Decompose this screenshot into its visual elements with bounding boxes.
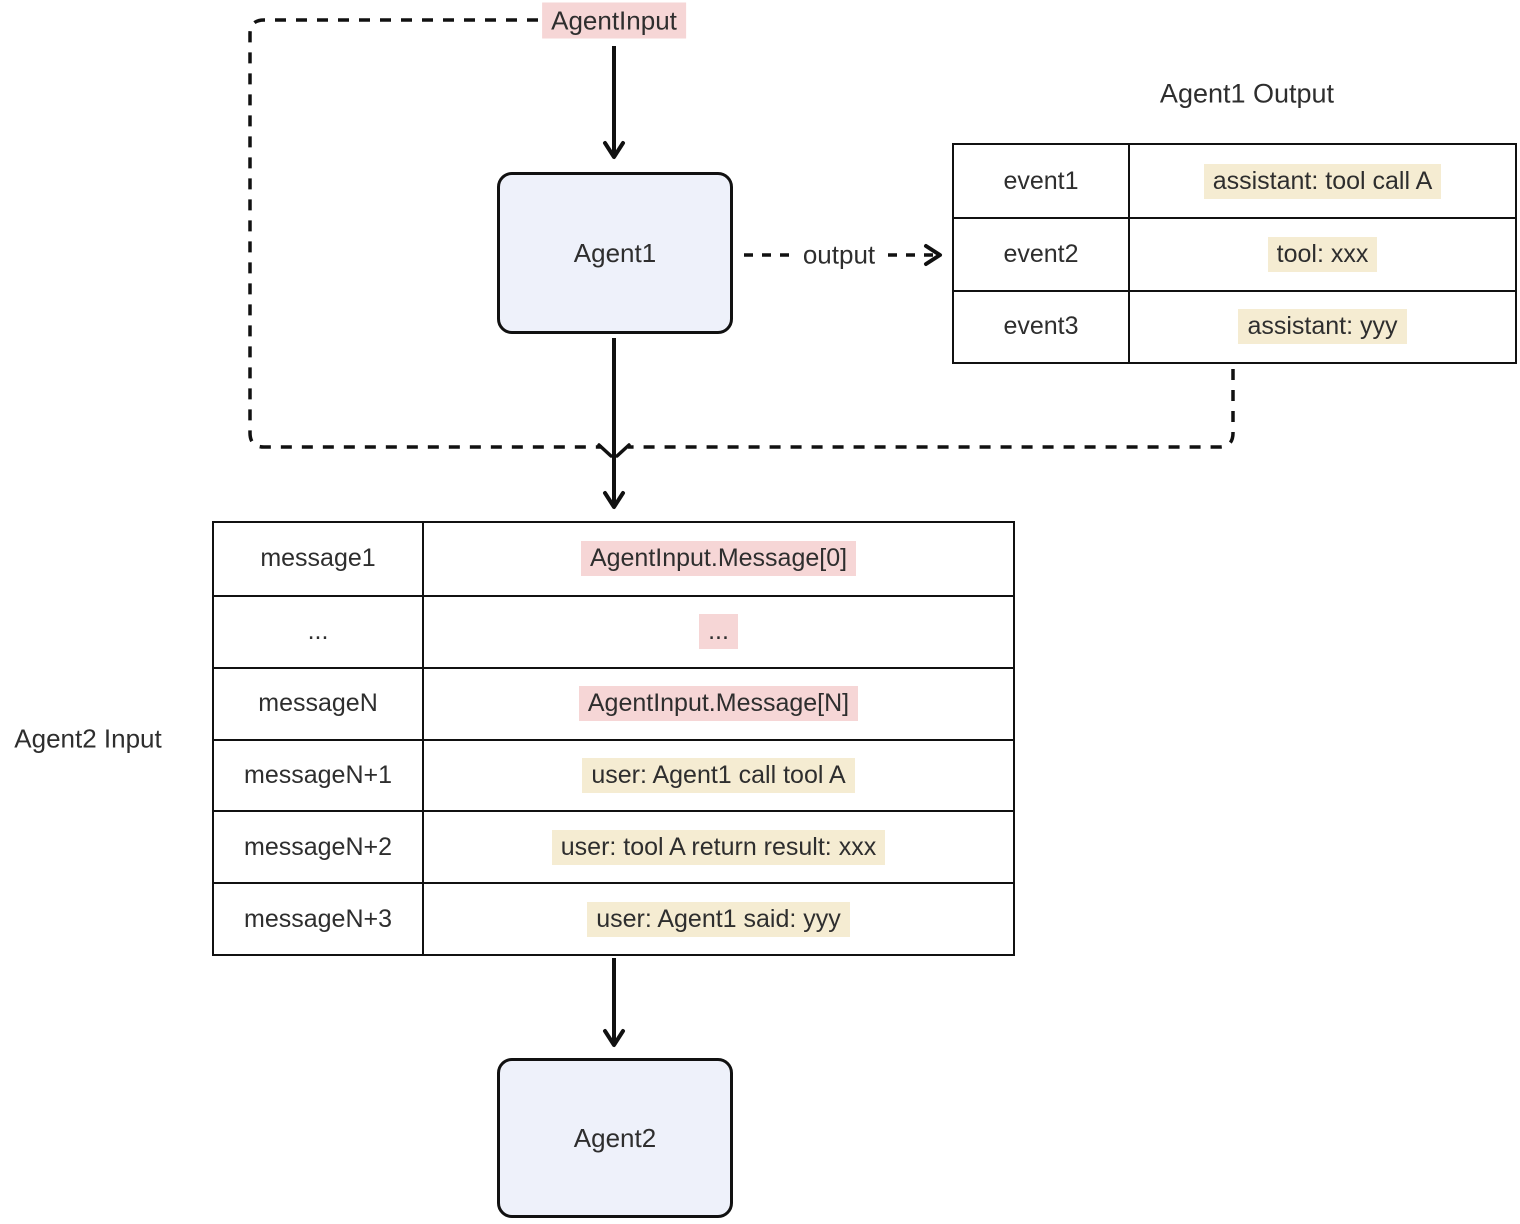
node-agent2[interactable]: Agent2	[497, 1058, 733, 1218]
agent2-input-row-value-text: user: Agent1 call tool A	[582, 757, 855, 793]
agent1-output-row-value-text: assistant: yyy	[1238, 309, 1407, 345]
agent2-input-row-key: message1	[214, 523, 424, 595]
agent2-input-row-value-text: user: tool A return result: xxx	[551, 829, 886, 865]
node-agent1[interactable]: Agent1	[497, 172, 733, 334]
agent1-output-row-key: event3	[954, 289, 1130, 362]
agent1-output-row-key: event2	[954, 217, 1130, 290]
agent2-input-row-value-text: ...	[699, 614, 738, 650]
agent1-output-row-value: assistant: tool call A	[1130, 145, 1515, 217]
node-agent2-label: Agent2	[573, 1122, 657, 1153]
agent2-input-row-value-text: AgentInput.Message[N]	[578, 686, 859, 722]
agent2-input-row-key: messageN	[214, 666, 424, 739]
agent1-output-row-value-text: assistant: tool call A	[1203, 163, 1442, 199]
edge-agent1-output-loop-dashed	[628, 369, 1235, 449]
agent2-input-row-value: ...	[424, 594, 1013, 667]
agent1-output-row-value-text: tool: xxx	[1267, 236, 1378, 272]
edge-merge-dash-left	[597, 443, 613, 458]
agent2-input-title: Agent2 Input	[14, 723, 162, 754]
agent2-input-row-value: user: Agent1 said: yyy	[424, 882, 1013, 954]
agent2-input-row-value-text: AgentInput.Message[0]	[580, 541, 857, 577]
agent1-output-title: Agent1 Output	[1159, 78, 1335, 109]
agent2-input-row-value: user: Agent1 call tool A	[424, 738, 1013, 811]
agent2-input-row-key: messageN+2	[214, 810, 424, 883]
agent2-input-row-value: AgentInput.Message[0]	[424, 523, 1013, 595]
agent2-input-row-value-text: user: Agent1 said: yyy	[587, 901, 850, 937]
agent1-output-row-value: tool: xxx	[1130, 217, 1515, 289]
output-edge-label: output	[790, 239, 888, 271]
agent1-output-row-value: assistant: yyy	[1130, 289, 1515, 362]
agent-input-label: AgentInput	[542, 2, 686, 39]
node-agent1-label: Agent1	[573, 237, 657, 268]
agent2-input-row-value: user: tool A return result: xxx	[424, 810, 1013, 882]
agent2-input-table: message1 AgentInput.Message[0] ... ... m…	[212, 521, 1015, 956]
edge-agentinput-loop-dashed	[248, 18, 602, 449]
agent2-input-row-value: AgentInput.Message[N]	[424, 666, 1013, 739]
edge-merge-dash-right	[615, 443, 631, 458]
agent1-output-table: event1 assistant: tool call A event2 too…	[952, 143, 1517, 364]
agent2-input-row-key: ...	[214, 594, 424, 667]
agent2-input-row-key: messageN+1	[214, 738, 424, 811]
agent1-output-row-key: event1	[954, 145, 1130, 218]
agent-input-label-text: AgentInput	[542, 2, 686, 39]
agent2-input-row-key: messageN+3	[214, 882, 424, 954]
